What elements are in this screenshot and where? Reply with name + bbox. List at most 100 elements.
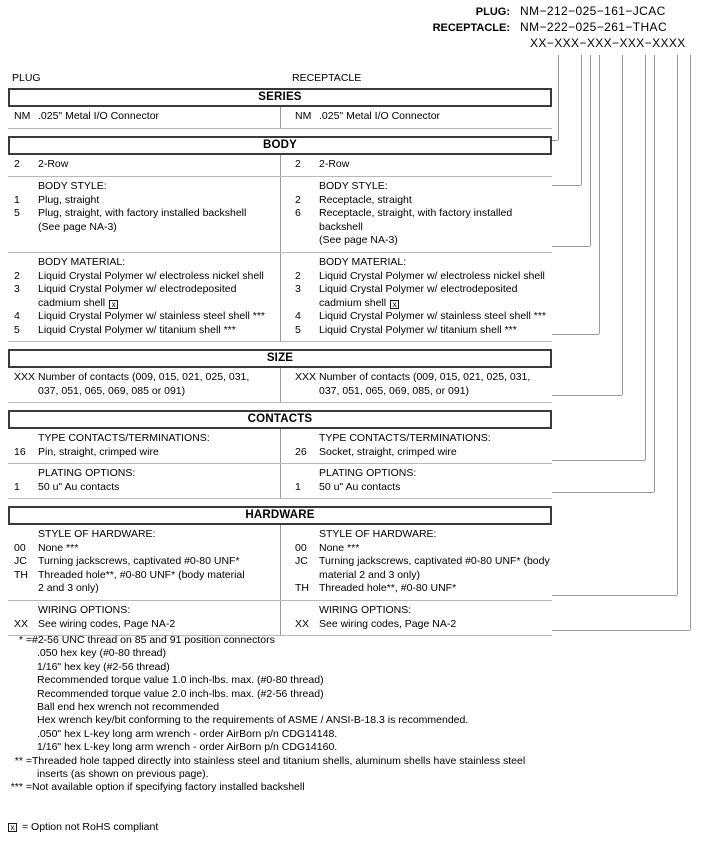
option-group-title: PLATING OPTIONS: <box>38 467 136 479</box>
option-group-title: BODY STYLE: <box>319 180 388 192</box>
option-code: 3 <box>14 283 20 295</box>
option-description: Turning jackscrews, captivated #0-80 UNF… <box>38 555 240 567</box>
bracket-horizontal-line <box>552 630 690 631</box>
option-description: Plug, straight, with factory installed b… <box>38 207 247 219</box>
option-row: 037, 051, 065, 069, 085, or 091) <box>289 385 552 399</box>
section-divider <box>8 402 552 403</box>
column-heading-receptacle: RECEPTACLE <box>292 72 362 84</box>
footnotes: * = #2-56 UNC thread on 85 and 91 positi… <box>8 634 608 834</box>
bracket-vertical-line <box>654 55 655 492</box>
option-description: Liquid Crystal Polymer w/ electrodeposit… <box>319 283 518 295</box>
part-number-mask: XX−XXX−XXX−XXX−XXXX <box>530 36 686 50</box>
option-row: 3 Liquid Crystal Polymer w/ electrodeposi… <box>289 283 552 297</box>
section-banner: BODY <box>8 136 552 155</box>
option-description: Liquid Crystal Polymer w/ titanium shell… <box>38 323 236 336</box>
bracket-vertical-line <box>690 55 691 630</box>
option-description: Socket, straight, crimped wire <box>319 445 457 458</box>
receptacle-label: RECEPTACLE: <box>432 22 510 34</box>
rohs-boxed-x-icon: x <box>390 299 400 309</box>
option-code: 3 <box>295 283 301 295</box>
option-row: 2 and 3 only) <box>8 582 280 596</box>
bracket-horizontal-line <box>552 492 654 493</box>
option-description: material 2 and 3 only) <box>319 568 420 581</box>
footnote-star-line: Hex wrench key/bit conforming to the req… <box>37 714 469 727</box>
option-code: 16 <box>14 445 26 458</box>
footnote-star-line: .050 hex key (#0-80 thread) <box>37 647 166 660</box>
section-divider <box>8 498 552 499</box>
part-number-header: PLUG: NM−212−025−161−JCAC RECEPTACLE: NM… <box>420 4 710 53</box>
option-code: TH <box>295 582 309 594</box>
bracket-vertical-line <box>677 55 678 595</box>
option-code <box>8 221 38 235</box>
option-description: 037, 051, 065, 069, 085 or 091) <box>38 384 186 397</box>
option-row: material 2 and 3 only) <box>289 569 552 583</box>
option-code <box>289 234 319 248</box>
footnote-star-line: Ball end hex wrench not recommended <box>37 701 220 714</box>
option-code <box>8 385 38 399</box>
bracket-vertical-line <box>590 55 591 246</box>
option-description: None *** <box>38 541 79 554</box>
footnote-doublestar-text: Threaded hole tapped directly into stain… <box>32 754 526 767</box>
section-banner: SERIES <box>8 88 552 107</box>
section-banner-label: SIZE <box>266 352 294 364</box>
option-code: 1 <box>14 480 20 493</box>
option-code: 4 <box>295 310 301 322</box>
section-banner: HARDWARE <box>8 506 552 525</box>
option-code: 1 <box>14 193 20 206</box>
footnote-doublestar-continued: inserts (as shown on previous page). <box>37 768 209 781</box>
option-description: Liquid Crystal Polymer w/ electrodeposit… <box>38 283 237 295</box>
option-row: NM.025" Metal I/O Connector <box>8 110 280 124</box>
option-code: XXX <box>295 371 317 383</box>
section-divider <box>8 635 552 636</box>
option-group-title: TYPE CONTACTS/TERMINATIONS: <box>319 432 491 444</box>
option-code: 2 <box>14 158 20 170</box>
bracket-vertical-line <box>558 55 559 140</box>
section-banner-label: SERIES <box>258 91 302 103</box>
option-block: TYPE CONTACTS/TERMINATIONS: 16 Pin, straig… <box>8 429 552 463</box>
bracket-horizontal-line <box>552 246 590 247</box>
option-column-receptacle: NM.025" Metal I/O Connector <box>280 107 552 128</box>
part-number-mask-row: XX−XXX−XXX−XXX−XXXX <box>420 36 710 53</box>
option-code: 4 <box>14 310 20 322</box>
footnote-spacer-2 <box>8 808 608 821</box>
footnote-rohs: x = Option not RoHS compliant <box>8 821 608 834</box>
plug-part-number: NM−212−025−161−JCAC <box>520 4 666 18</box>
option-code: NM <box>14 110 31 122</box>
footnote-star-text: #2-56 UNC thread on 85 and 91 position c… <box>32 634 275 646</box>
bracket-vertical-line <box>599 55 600 334</box>
option-code: XX <box>14 617 29 630</box>
plug-label: PLUG: <box>475 6 510 18</box>
option-description: 50 u" Au contacts <box>319 480 401 493</box>
footnote-rohs-text: = Option not RoHS compliant <box>22 820 159 833</box>
option-description: 50 u" Au contacts <box>38 480 120 493</box>
footnote-star-line: Recommended torque value 1.0 inch-lbs. m… <box>37 674 324 687</box>
option-group-title: WIRING OPTIONS: <box>319 604 412 616</box>
footnote-star: * = #2-56 UNC thread on 85 and 91 positi… <box>8 634 608 647</box>
option-code <box>289 569 319 583</box>
option-description: Liquid Crystal Polymer w/ electroless ni… <box>319 269 545 282</box>
footnote-spacer <box>8 795 608 808</box>
option-code: 5 <box>295 323 301 336</box>
option-description: Pin, straight, crimped wire <box>38 445 159 458</box>
option-code: XXX <box>14 371 36 383</box>
option-group-title: TYPE CONTACTS/TERMINATIONS: <box>38 432 210 444</box>
